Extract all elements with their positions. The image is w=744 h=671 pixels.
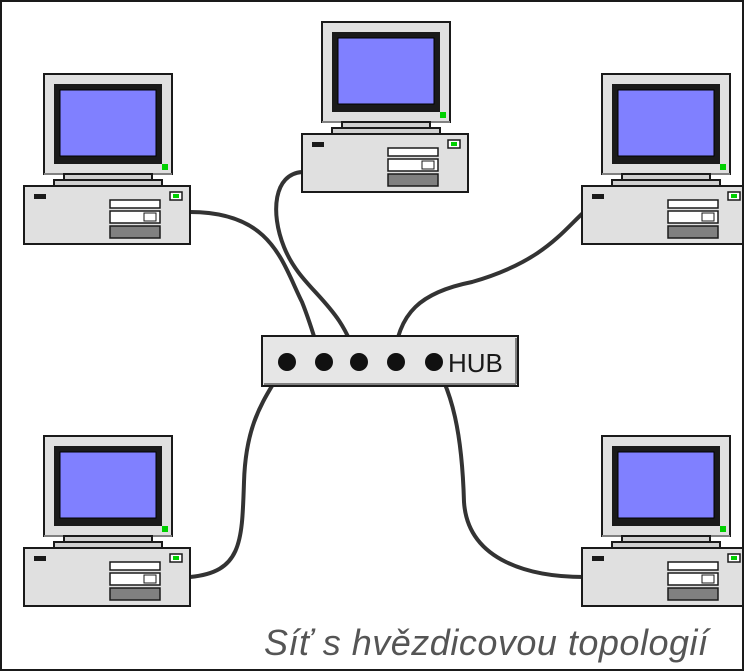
computer-right-bottom [581,435,742,607]
computer-left-bottom [23,435,191,607]
hub-port-3 [350,353,368,371]
hub-port-1 [278,353,296,371]
computer-left-top [23,73,191,245]
cable-right-bottom [432,360,585,579]
hub: HUB [261,335,519,387]
cable-center-top [274,170,359,363]
computers [23,21,742,607]
computer-center-top [301,21,469,193]
computer-right-top [581,73,742,245]
cable-left-bottom [189,361,287,579]
cable-right-top [392,210,586,363]
diagram-caption: Síť s hvězdicovou topologií [264,622,709,663]
hub-port-2 [315,353,333,371]
hub-port-4 [387,353,405,371]
hub-port-5 [425,353,443,371]
hub-label: HUB [448,348,503,378]
